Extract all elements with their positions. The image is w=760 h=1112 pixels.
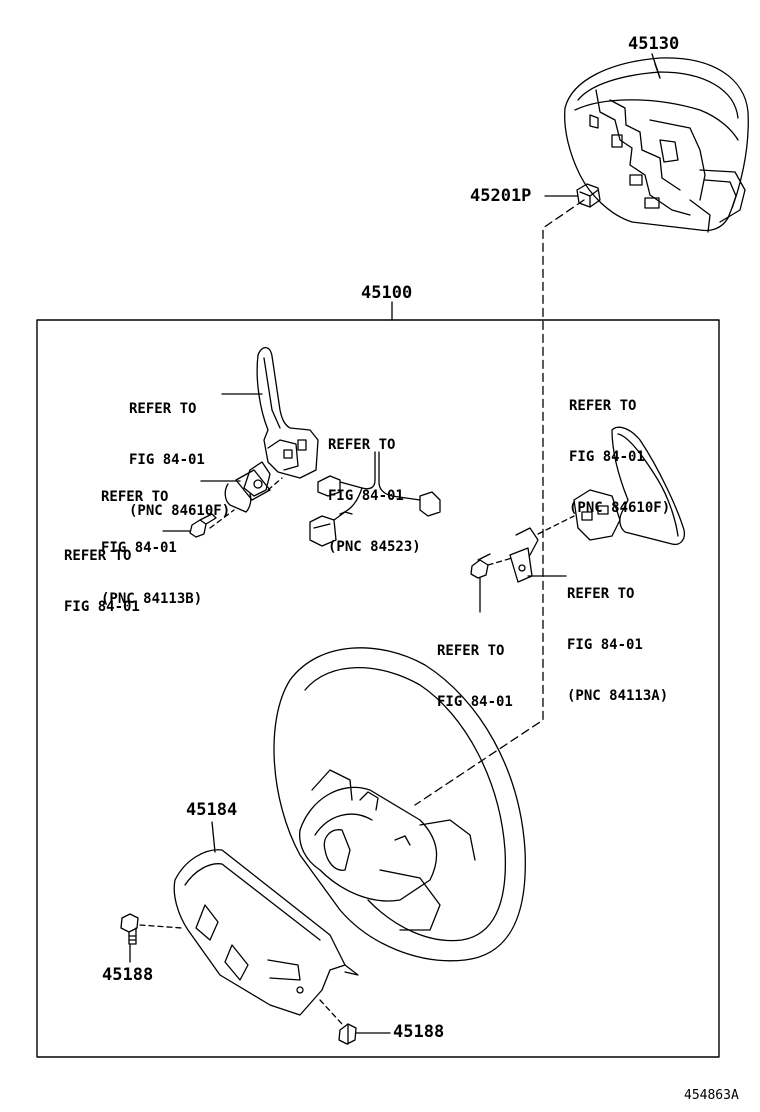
- refer-note-line: REFER TO: [64, 548, 132, 564]
- refer-note-line: FIG 84-01: [101, 540, 177, 556]
- left-screw-drawing: [189, 513, 217, 538]
- refer-note-line: REFER TO: [129, 401, 197, 417]
- part-label-45130: 45130: [628, 34, 680, 54]
- refer-note-screw-left: REFER TO FIG 84-01: [64, 514, 140, 633]
- refer-note-line: REFER TO: [437, 643, 505, 659]
- center-dashed-line: [414, 199, 585, 806]
- left-paddle-switch-drawing: [224, 346, 319, 513]
- refer-note-line: REFER TO: [569, 398, 637, 414]
- refer-note-line: (PNC 84523): [328, 539, 421, 555]
- nut-drawing: [576, 183, 601, 208]
- dashed-left-bolt: [139, 924, 183, 929]
- dashed-bottom-bolt: [319, 999, 343, 1025]
- leader-45184: [211, 821, 216, 853]
- airbag-module-drawing: [564, 57, 749, 233]
- refer-note-line: (PNC 84610F): [129, 503, 231, 519]
- lower-cover-drawing: [173, 849, 359, 1016]
- wire-harness-drawing: [309, 451, 441, 547]
- refer-note-line: FIG 84-01: [567, 637, 643, 653]
- dashed-right-1: [537, 515, 575, 535]
- part-label-45188-left: 45188: [102, 965, 154, 985]
- part-label-45100: 45100: [361, 283, 413, 303]
- right-screw-drawing: [470, 553, 491, 579]
- refer-note-line: REFER TO: [328, 437, 396, 453]
- refer-note-84113b: REFER TO FIG 84-01 (PNC 84113B): [101, 455, 202, 625]
- refer-note-line: REFER TO: [567, 586, 635, 602]
- dashed-left-screw: [209, 509, 235, 529]
- refer-note-line: (PNC 84113A): [567, 688, 669, 704]
- part-label-45184: 45184: [186, 800, 238, 820]
- refer-note-84523: REFER TO FIG 84-01 (PNC 84523): [328, 403, 421, 573]
- refer-note-line: FIG 84-01: [437, 694, 513, 710]
- dashed-right-2: [487, 557, 513, 566]
- refer-note-line: FIG 84-01: [569, 449, 645, 465]
- refer-note-84610f-left: REFER TO FIG 84-01 (PNC 84610F): [129, 367, 230, 537]
- refer-note-screw-right: REFER TO FIG 84-01: [437, 609, 513, 728]
- refer-note-line: REFER TO: [101, 489, 169, 505]
- bottom-bolt-drawing: [338, 1023, 357, 1045]
- part-label-45201p: 45201P: [470, 186, 532, 206]
- dashed-left-switch: [267, 477, 283, 491]
- right-paddle-switch-drawing: [509, 426, 686, 583]
- part-label-45188-bottom: 45188: [393, 1022, 445, 1042]
- refer-note-line: FIG 84-01: [328, 488, 404, 504]
- assembly-frame: [36, 319, 720, 1058]
- steering-wheel-drawing: [273, 647, 526, 962]
- refer-note-84610f-right: REFER TO FIG 84-01 (PNC 84610F): [569, 364, 670, 534]
- refer-note-84113a: REFER TO FIG 84-01 (PNC 84113A): [567, 552, 668, 722]
- refer-note-line: (PNC 84113B): [101, 591, 203, 607]
- figure-id: 454863A: [684, 1088, 739, 1103]
- refer-note-line: FIG 84-01: [129, 452, 205, 468]
- left-bolt-drawing: [120, 913, 139, 945]
- refer-note-line: FIG 84-01: [64, 599, 140, 615]
- leader-45130: [651, 53, 661, 79]
- refer-note-line: (PNC 84610F): [569, 500, 671, 516]
